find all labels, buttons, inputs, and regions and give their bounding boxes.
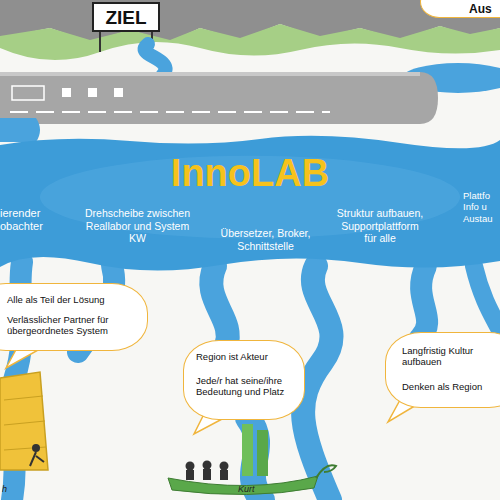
road-window	[12, 86, 44, 100]
node-text: Plattfo Info u Austau	[463, 190, 500, 224]
road-window	[114, 88, 123, 97]
node-text: Langfristig Kultur aufbauen	[402, 345, 498, 368]
road-band	[0, 72, 438, 124]
person-figure	[30, 452, 44, 466]
node-text: ierender obachter	[0, 207, 62, 233]
lake-fill	[0, 136, 500, 271]
node-text: Struktur aufbauen, Supportplattform für …	[335, 207, 425, 245]
sail-line	[4, 421, 45, 425]
green-hills	[0, 24, 500, 60]
sign-pole	[99, 30, 101, 52]
sail-line	[4, 396, 43, 400]
node-text: Drehscheibe zwischen Reallabor und Syste…	[80, 207, 195, 245]
node-text: Region ist Akteur	[196, 351, 302, 362]
node-text: ZIEL	[94, 7, 158, 30]
river	[145, 44, 166, 76]
dragon-head	[316, 465, 336, 478]
person-figure	[203, 469, 211, 480]
node-text: Übersetzer, Broker, Schnittstelle	[208, 227, 323, 252]
road-marking	[10, 111, 330, 113]
goal-sign: ZIEL	[92, 2, 160, 32]
innolab-lake: InnoLAB ierender obachter Drehscheibe zwis…	[0, 135, 500, 273]
figure-name: h	[2, 484, 7, 495]
node-text: Alle als Teil der Lösung	[7, 294, 142, 305]
person-figure	[186, 462, 195, 471]
person-figure	[220, 462, 229, 471]
boat-hull	[168, 476, 318, 495]
node-text: Verlässlicher Partner für übergeordnetes…	[7, 314, 142, 337]
lab-title: InnoLAB	[0, 151, 500, 197]
speech-bubble: Langfristig Kultur aufbauenDenken als Re…	[385, 332, 500, 408]
person-figure	[32, 444, 40, 452]
road-window	[88, 88, 97, 97]
person-figure	[186, 470, 194, 480]
speech-bubble: Alle als Teil der LösungVerlässlicher Pa…	[0, 283, 148, 351]
person-figure	[220, 470, 228, 480]
yellow-sail	[0, 372, 48, 470]
boat-crew	[186, 461, 229, 481]
node-text: Aus	[469, 2, 500, 16]
river	[211, 266, 227, 346]
river	[420, 266, 427, 338]
road-window	[62, 88, 71, 97]
person-figure	[203, 461, 212, 470]
boat-name: Kurt	[238, 484, 255, 495]
speech-bubble: Region ist AkteurJede/r hat seine/ihre B…	[183, 340, 305, 420]
node-text: Denken als Region	[402, 381, 498, 392]
river	[474, 266, 500, 330]
boat-sail	[257, 430, 268, 476]
water-channel	[0, 118, 40, 142]
road-edge	[0, 72, 420, 76]
boat-sail	[242, 424, 253, 476]
speech-bubble: Aus	[420, 0, 500, 18]
river	[303, 266, 331, 500]
node-text: Jede/r hat seine/ihre Bedeutung und Plat…	[196, 375, 302, 398]
